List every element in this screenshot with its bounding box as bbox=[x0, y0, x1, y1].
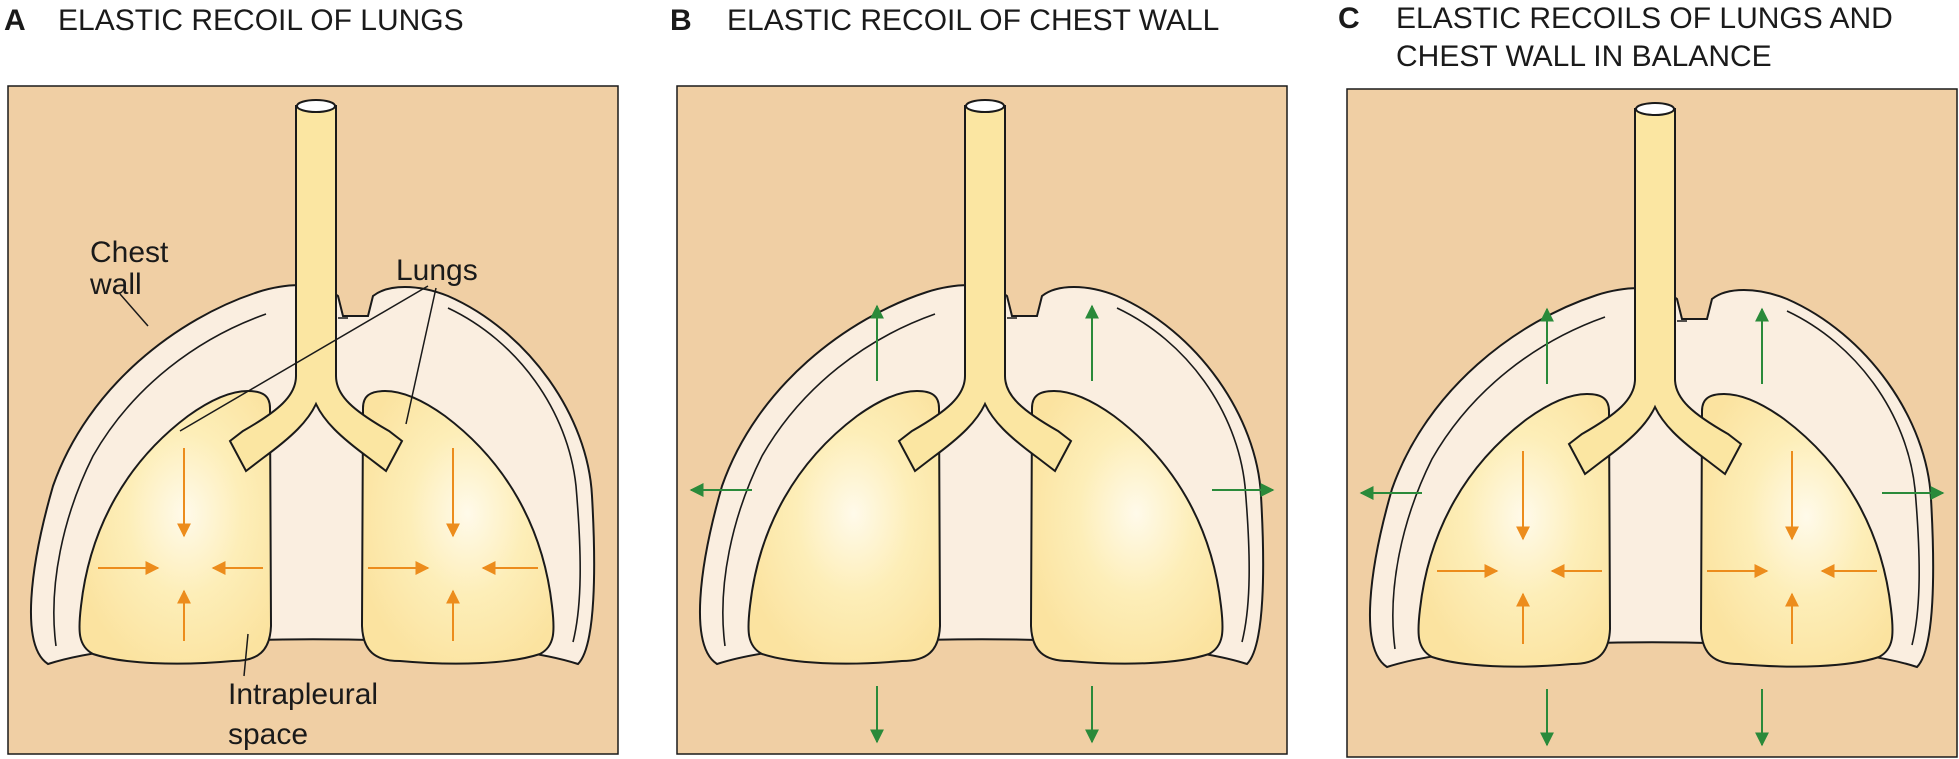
trachea bbox=[897, 105, 1073, 473]
panel-title: CHEST WALL IN BALANCE bbox=[1396, 40, 1772, 73]
panel-a: A ELASTIC RECOIL OF LUNGS bbox=[4, 4, 619, 755]
panel-letter: A bbox=[4, 4, 26, 37]
right-lung bbox=[1029, 389, 1224, 665]
left-lung bbox=[1417, 392, 1612, 668]
panel-title: ELASTIC RECOIL OF LUNGS bbox=[58, 4, 464, 37]
chest-wall-inner bbox=[53, 307, 581, 647]
chest-recoil-arrows bbox=[1359, 307, 1945, 747]
intrapleural-label: space bbox=[228, 718, 308, 751]
trachea-opening bbox=[1635, 102, 1675, 116]
panel-letter: B bbox=[670, 4, 692, 37]
chest-wall-inner bbox=[722, 307, 1250, 647]
panel-title: ELASTIC RECOIL OF CHEST WALL bbox=[727, 4, 1219, 37]
panel-c: C ELASTIC RECOILS OF LUNGS AND CHEST WAL… bbox=[1338, 2, 1958, 758]
trachea-opening bbox=[296, 99, 336, 113]
panel-b: B ELASTIC RECOIL OF CHEST WALL bbox=[670, 4, 1288, 755]
panel-drawing bbox=[1346, 88, 1958, 758]
left-lung bbox=[747, 389, 942, 665]
chest-wall-label: wall bbox=[89, 268, 142, 301]
lung-recoil-arrows bbox=[98, 448, 538, 641]
lung-recoil-arrows bbox=[1437, 451, 1877, 644]
leader-lines bbox=[119, 285, 437, 677]
trachea bbox=[1567, 108, 1743, 476]
panel-drawing bbox=[676, 85, 1288, 755]
trachea-opening bbox=[965, 99, 1005, 113]
panel-letter: C bbox=[1338, 2, 1360, 35]
chest-wall-inner bbox=[1392, 310, 1920, 650]
panel-title: ELASTIC RECOILS OF LUNGS AND bbox=[1396, 2, 1893, 35]
chest-wall-label: Chest bbox=[90, 236, 169, 269]
lungs-label: Lungs bbox=[396, 254, 478, 287]
chest-recoil-arrows bbox=[689, 304, 1275, 744]
left-lung bbox=[78, 389, 273, 665]
intrapleural-label: Intrapleural bbox=[228, 678, 378, 711]
trachea bbox=[228, 105, 404, 473]
panel-drawing bbox=[7, 85, 619, 755]
